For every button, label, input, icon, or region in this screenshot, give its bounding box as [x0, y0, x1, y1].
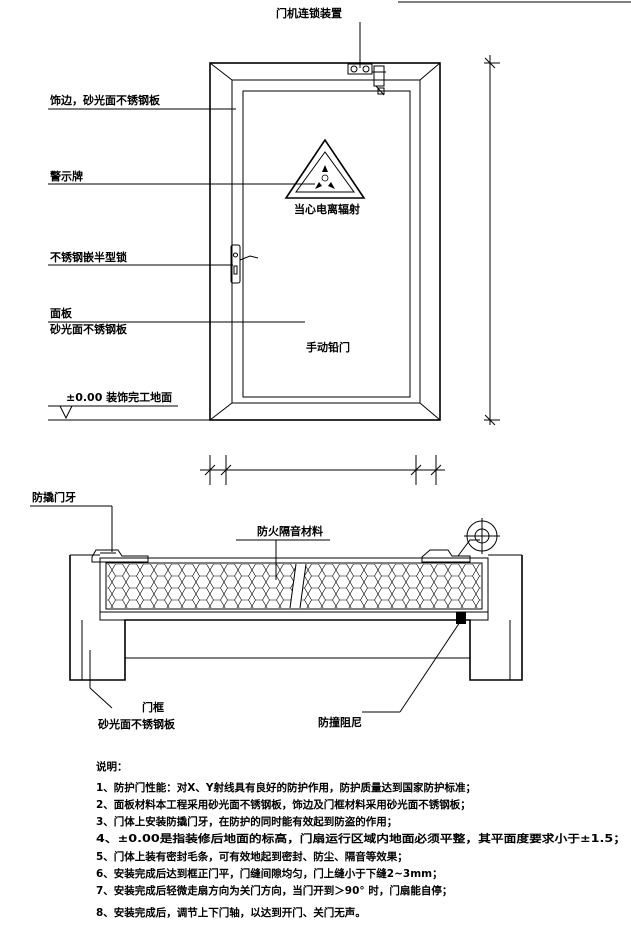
lock-icon	[230, 244, 259, 284]
floor-line	[48, 405, 210, 421]
warning-sign-icon	[284, 138, 366, 199]
width-dimension	[200, 455, 445, 485]
note-item-6: 6、安装完成后达到框正门平，门缝间隙均匀，门上缝小于下缝2~3mm；	[96, 867, 443, 880]
note-item-8: 8、安装完成后，调节上下门轴，以达到开门、关门无声。	[96, 906, 366, 919]
panel-label-2: 砂光面不锈钢板	[50, 322, 128, 336]
fill-label: 防火隔音材料	[257, 524, 323, 538]
anti-pry-tooth-icon	[91, 549, 149, 563]
leader-lines-elevation	[48, 108, 315, 323]
height-dimension	[484, 55, 500, 426]
interlock-device-icon	[347, 22, 386, 96]
note-item-2: 2、面板材料本工程采用砂光面不锈钢板，饰边及门框材料采用砂光面不锈钢板；	[96, 798, 471, 811]
frame-label-2: 砂光面不锈钢板	[98, 717, 176, 731]
damper-label: 防撞阻尼	[318, 715, 362, 729]
sign-caption: 当心电离辐射	[294, 202, 360, 216]
hinge-icon	[421, 518, 500, 563]
door-section	[69, 554, 523, 681]
note-item-7: 7、安装完成后轻微走扇方向为关门方向，当门开到＞90° 时，门扇能自停；	[96, 884, 452, 897]
panel-label-1: 面板	[50, 306, 73, 320]
door-frame	[209, 62, 441, 421]
trim-label: 饰边，砂光面不锈钢板	[50, 93, 161, 107]
note-item-3: 3、门体上安装防撬门牙，在防护的同时能有效起到防盗的作用；	[96, 815, 397, 828]
note-item-5: 5、门体上装有密封毛条，可有效地起到密封、防尘、隔音等效果；	[96, 850, 408, 863]
door-name: 手动铅门	[306, 340, 350, 354]
leader-lines-section	[30, 505, 461, 713]
lock-label: 不锈钢嵌半型锁	[50, 250, 127, 264]
note-item-1: 1、防护门性能：对X、Y射线具有良好的防护作用，防护质量达到国家防护标准；	[96, 781, 476, 794]
anti-pinch-label: 防撬门牙	[32, 490, 76, 504]
frame-label-1: 门框	[142, 700, 164, 714]
notes-title: 说明：	[96, 760, 128, 773]
note-item-4: 4、±0.00是指装修后地面的标高，门扇运行区域内地面必须平整，其平面度要求小于…	[96, 832, 626, 845]
interlock-label: 门机连锁装置	[276, 6, 342, 20]
floor-label: ±0.00 装饰完工地面	[66, 390, 172, 404]
sign-label: 警示牌	[49, 169, 83, 183]
